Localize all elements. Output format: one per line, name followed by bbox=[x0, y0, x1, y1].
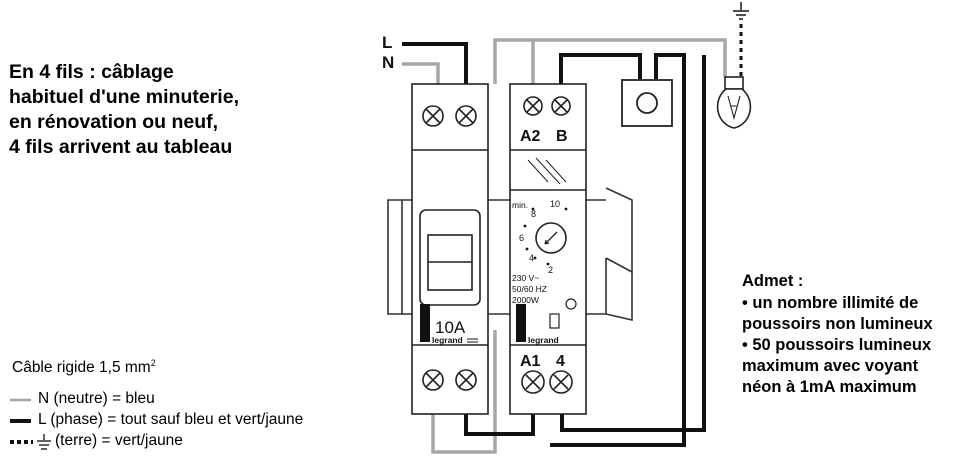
wires bbox=[402, 24, 743, 454]
timer-module bbox=[509, 83, 587, 415]
spec-frequency: 50/60 HZ bbox=[512, 284, 547, 294]
breaker-rating: 10A bbox=[435, 318, 466, 337]
neutral-wire bbox=[402, 62, 440, 84]
dial-number-8: 8 bbox=[531, 209, 536, 219]
legend-earth: (terre) = vert/jaune bbox=[55, 432, 183, 449]
admet-line-5: néon à 1mA maximum bbox=[742, 378, 917, 396]
dial-unit: min. bbox=[512, 200, 528, 210]
admet-line-3: • 50 poussoirs lumineux bbox=[742, 336, 932, 354]
timer-terminal-a1: A1 bbox=[520, 353, 541, 370]
circuit-breaker bbox=[411, 83, 489, 415]
dial-number-4: 4 bbox=[529, 253, 534, 263]
phase-wire-lamp bbox=[560, 55, 706, 432]
switch-symbol-icon bbox=[549, 313, 560, 329]
dial-number-10: 10 bbox=[550, 199, 560, 209]
legend-earth-symbol-icon bbox=[37, 434, 51, 450]
admet-line-1: • un nombre illimité de bbox=[742, 294, 919, 312]
spec-voltage: 230 V~ bbox=[512, 273, 539, 283]
legend-samples bbox=[10, 398, 33, 444]
phase-wire-in bbox=[402, 42, 468, 84]
title-line-1: En 4 fils : câblage bbox=[9, 61, 174, 83]
spec-power: 2000W bbox=[512, 295, 539, 305]
phase-wire-b bbox=[559, 53, 642, 84]
earth-symbol-icon bbox=[733, 2, 749, 20]
neutral-wire-return bbox=[431, 330, 497, 454]
breaker-brand: legrand bbox=[432, 335, 463, 345]
legend-phase: L (phase) = tout sauf bleu et vert/jaune bbox=[38, 411, 304, 428]
phase-wire-bottom bbox=[464, 414, 535, 436]
neutral-wire-to-lamp bbox=[493, 38, 727, 84]
timer-brand: legrand bbox=[528, 335, 559, 345]
timer-terminal-4: 4 bbox=[556, 353, 565, 370]
push-button-icon bbox=[621, 79, 673, 127]
light-bulb-icon bbox=[716, 76, 752, 129]
dial-ticks bbox=[523, 207, 568, 266]
phase-wire-pushbutton bbox=[550, 53, 686, 447]
title-line-2: habituel d'une minuterie, bbox=[9, 86, 239, 108]
dial-number-2: 2 bbox=[548, 265, 553, 275]
title-line-4: 4 fils arrivent au tableau bbox=[9, 136, 233, 158]
legend-cable-sup: 2 bbox=[150, 358, 156, 368]
legend-neutral: N (neutre) = bleu bbox=[38, 390, 155, 407]
dial-number-6: 6 bbox=[519, 233, 524, 243]
wire-label-l: L bbox=[382, 33, 392, 52]
wire-label-n: N bbox=[382, 53, 394, 72]
admet-heading: Admet : bbox=[742, 272, 804, 290]
title-line-3: en rénovation ou neuf, bbox=[9, 111, 219, 133]
legend-cable-text: Câble rigide 1,5 mm bbox=[12, 359, 151, 377]
timer-terminal-a2: A2 bbox=[520, 128, 541, 145]
admet-line-2: poussoirs non lumineux bbox=[742, 315, 933, 333]
timer-terminal-b: B bbox=[556, 128, 568, 145]
bulb-symbol-icon bbox=[565, 298, 577, 310]
legend-cable: Câble rigide 1,5 mm2 bbox=[12, 358, 156, 377]
admet-line-4: maximum avec voyant bbox=[742, 357, 919, 375]
